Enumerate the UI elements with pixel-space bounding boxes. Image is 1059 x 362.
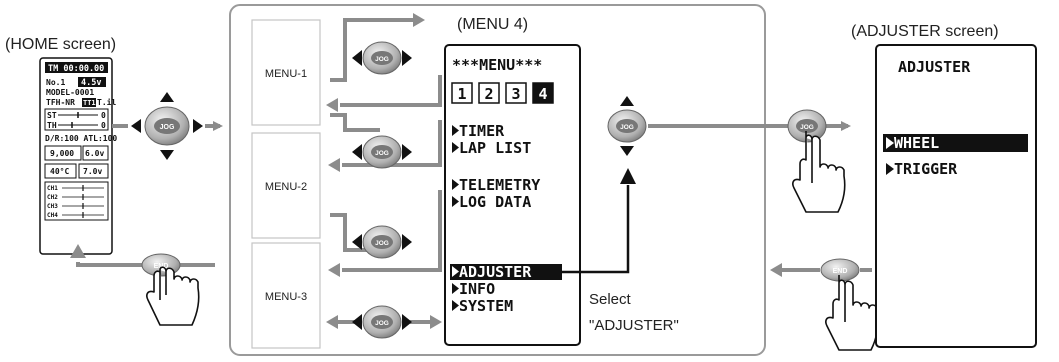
home-st-value: 0	[101, 111, 106, 120]
menu4-page-number: 2	[484, 85, 493, 103]
home-mode-badge: TT1	[83, 99, 96, 107]
menu-1-box[interactable]: MENU-1	[251, 19, 321, 126]
menu4-header: ***MENU***	[452, 56, 542, 74]
menu4-page-number: 1	[457, 85, 466, 103]
home-channel-label: CH2	[47, 194, 58, 201]
hand-pointer-icon	[146, 266, 200, 326]
home-channel-label: CH3	[47, 203, 58, 210]
home-screen: TM 00:00.00 No.1 4.5v MODEL-0001 TFH-NR …	[39, 57, 117, 255]
adjuster-caption: (ADJUSTER screen)	[851, 23, 999, 40]
end-label: END	[833, 268, 848, 275]
jog-label: JOG	[375, 150, 389, 157]
menu4-page-box[interactable]	[451, 82, 473, 104]
select-note-line2: "ADJUSTER"	[589, 317, 679, 334]
jog-label: JOG	[375, 320, 389, 327]
menu4-bullet-icon	[452, 266, 459, 277]
jog-label: JOG	[375, 240, 389, 247]
home-batt2: 7.0v	[83, 167, 102, 176]
menu4-bullet-icon	[452, 300, 459, 311]
menu4-item-timer[interactable]: TIMER	[459, 122, 505, 140]
home-voltage: 4.5v	[81, 78, 101, 88]
jog-ud-menu4[interactable]: JOG	[607, 96, 647, 156]
menu4-page-box[interactable]	[478, 82, 500, 104]
home-rpm: 9,000	[50, 149, 74, 158]
home-timer: TM 00:00.00	[48, 64, 104, 74]
home-jog-4way[interactable]: JOG	[131, 92, 203, 160]
menu-2-box[interactable]: MENU-2	[251, 132, 321, 239]
menu-frame	[229, 4, 766, 356]
home-channel-label: CH4	[47, 212, 58, 219]
menu-3-label: MENU-3	[265, 291, 307, 303]
home-model-no: No.1	[46, 78, 65, 87]
adjuster-title: ADJUSTER	[898, 58, 971, 76]
jog-label: JOG	[620, 124, 634, 131]
menu4-selected-highlight	[450, 264, 562, 280]
select-note-line1: Select	[589, 291, 632, 308]
menu4-page-number: 3	[511, 85, 520, 103]
home-temp: 40°C	[50, 167, 69, 176]
menu4-item-adjuster[interactable]: ADJUSTER	[459, 263, 532, 281]
jog-lr-1[interactable]: JOG	[352, 41, 412, 75]
home-mode-line: TFH-NR	[46, 98, 75, 107]
adjuster-item-wheel-highlight	[883, 134, 1028, 152]
adjuster-screen: ADJUSTER WHEEL TRIGGER	[875, 44, 1037, 348]
jog-lr-3[interactable]: JOG	[352, 225, 412, 259]
jog-label: JOG	[375, 56, 389, 63]
jog-lr-2[interactable]: JOG	[352, 135, 412, 169]
menu4-caption: (MENU 4)	[457, 16, 528, 33]
home-model-name: MODEL-0001	[46, 88, 94, 97]
menu4-item-telemetry[interactable]: TELEMETRY	[459, 176, 540, 194]
select-path	[560, 185, 630, 274]
adjuster-item-wheel[interactable]: WHEEL	[894, 134, 939, 152]
menu4-page-box[interactable]	[505, 82, 527, 104]
home-th-value: 0	[101, 121, 106, 130]
menu-2-label: MENU-2	[265, 181, 307, 193]
hand-pointer-icon	[792, 131, 846, 213]
home-channel-label: CH1	[47, 185, 58, 192]
end-button-right[interactable]: END	[820, 258, 860, 282]
menu4-bullet-icon	[452, 283, 459, 294]
home-th-label: TH	[47, 121, 57, 130]
hand-pointer-icon	[825, 275, 879, 351]
home-mode-suffix: T.il	[97, 97, 116, 107]
home-screen-caption: (HOME screen)	[5, 36, 116, 53]
menu4-bullet-icon	[452, 196, 459, 207]
menu4-bullet-icon	[452, 125, 459, 136]
end-label: END	[154, 263, 169, 270]
menu4-item-info[interactable]: INFO	[459, 280, 495, 298]
menu4-page-number: 4	[538, 85, 547, 103]
menu4-item-log-data[interactable]: LOG DATA	[459, 193, 531, 211]
adjuster-item-trigger[interactable]: TRIGGER	[894, 160, 958, 178]
menu4-bullet-icon	[452, 142, 459, 153]
jog-label: JOG	[800, 124, 814, 131]
menu4-page-box[interactable]	[532, 82, 554, 104]
menu-1-label: MENU-1	[265, 68, 307, 80]
home-st-label: ST	[47, 111, 57, 120]
menu4-item-lap-list[interactable]: LAP LIST	[459, 139, 531, 157]
menu4-bullet-icon	[452, 179, 459, 190]
home-dr-line: D/R:100 ATL:100	[45, 134, 117, 143]
home-batt1: 6.0v	[85, 149, 104, 158]
menu-3-box[interactable]: MENU-3	[251, 242, 321, 349]
jog-lr-4[interactable]: JOG	[352, 305, 412, 339]
jog-label: JOG	[160, 124, 175, 131]
menu4-item-system[interactable]: SYSTEM	[459, 297, 513, 315]
